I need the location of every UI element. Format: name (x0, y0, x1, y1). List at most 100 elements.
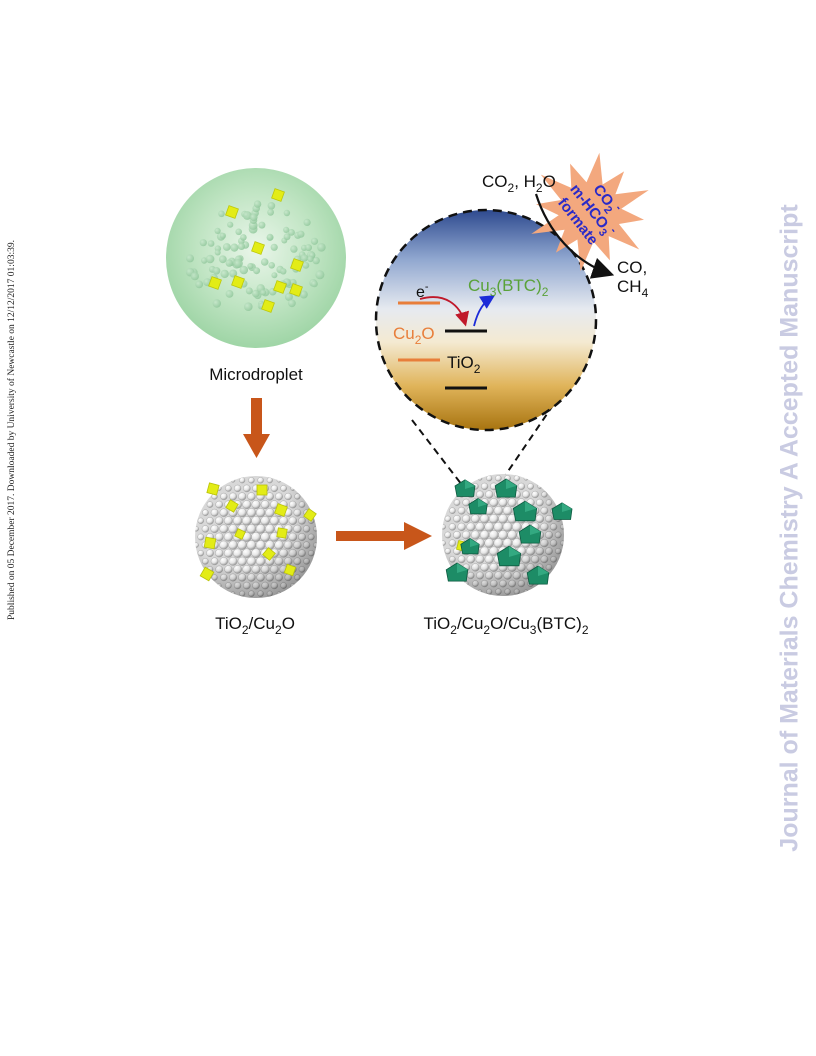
molecule (283, 233, 291, 241)
molecule (253, 200, 262, 208)
tio2-nanoparticle (560, 557, 564, 562)
molecule (288, 229, 295, 236)
tio2-nanoparticle (263, 470, 267, 474)
molecule (220, 269, 229, 279)
molecule (250, 213, 258, 222)
tio2-cu2o-label: TiO2/Cu2O (215, 614, 295, 637)
molecule (225, 259, 233, 267)
microdroplet-label: Microdroplet (209, 365, 303, 384)
cu3btc2-inset-label: Cu3(BTC)2 (468, 276, 549, 299)
molecule (225, 290, 234, 298)
molecule (260, 289, 267, 296)
cu2o-cube (274, 503, 288, 517)
precursor-cube (261, 299, 275, 313)
precursor-cube (273, 280, 287, 294)
molecule (230, 243, 239, 252)
molecule (195, 280, 204, 289)
molecule (260, 258, 269, 266)
tio2-nanoparticle (263, 600, 267, 604)
tio2-nanoparticle (195, 510, 199, 515)
molecule (235, 228, 242, 236)
tio2-nanoparticle (445, 500, 451, 505)
tio2-nanoparticle (450, 492, 455, 497)
tio2-nanoparticle (221, 591, 227, 596)
tio2-nanoparticle (532, 589, 538, 594)
tio2-nanoparticle (304, 494, 309, 499)
molecule (240, 234, 247, 241)
droplet-precursor-cubes (208, 188, 304, 313)
tio2-nanoparticle (510, 598, 514, 602)
tio2-nanoparticle (254, 600, 258, 604)
microdroplet (166, 168, 346, 348)
molecule (267, 208, 274, 216)
molecule (311, 280, 318, 288)
molecule (212, 299, 221, 308)
precursor-cube (208, 276, 222, 290)
tio2-nanoparticle (551, 573, 556, 578)
intermediate-burst: CO2- m-HCO3- formate (531, 152, 649, 272)
cu3btc2-crystal-facet (509, 546, 521, 557)
tio2-nanoparticle (245, 470, 249, 474)
cu3btc2-crystal-facet (538, 566, 549, 576)
molecule (300, 254, 309, 262)
tio2-nanoparticle (492, 468, 496, 472)
precursor-cube (231, 275, 245, 289)
tio2-nanoparticle (221, 478, 227, 483)
cu2o-cube (283, 563, 297, 577)
molecule (312, 256, 320, 265)
tio2-cu2o-sphere (195, 470, 322, 604)
tio2-nanoparticle (308, 567, 314, 572)
reaction-arrow (534, 193, 615, 279)
molecule (307, 255, 314, 263)
molecule (219, 232, 226, 239)
molecule (239, 265, 249, 275)
molecule (280, 268, 287, 275)
tio2-inset-label: TiO2 (447, 353, 481, 376)
electron-transfer-arrow (419, 296, 470, 327)
molecule (252, 289, 260, 298)
molecule (244, 302, 253, 312)
precursor-cube (290, 258, 304, 272)
molecule (207, 240, 215, 247)
precursor-cube (289, 283, 303, 297)
cu2o-cube (303, 508, 317, 522)
molecule (305, 244, 312, 252)
molecule (218, 210, 225, 218)
molecule (284, 292, 293, 301)
molecule (268, 262, 276, 269)
cu2o-cube (276, 527, 288, 539)
cu2o-cube (225, 499, 239, 513)
cu2o-inset-label: Cu2O (393, 324, 435, 347)
tio2-nanoparticle (551, 492, 556, 497)
tio2-nanoparticle (308, 502, 314, 507)
molecule (190, 272, 199, 281)
tio2-nanoparticle (492, 598, 496, 602)
tio2-nanoparticle (285, 478, 291, 483)
cu2o-cube (199, 566, 215, 582)
tio2-cu2o-cu3btc2-sphere (437, 468, 573, 602)
tio2-nanoparticle (468, 476, 474, 481)
down-arrow (243, 398, 270, 458)
cu2o-cube (206, 482, 220, 496)
cu2o-cube (262, 547, 276, 561)
molecule (271, 272, 278, 279)
molecule (317, 243, 326, 252)
tio2-nanoparticle (442, 557, 446, 562)
molecule (299, 290, 308, 299)
cu2o-cubes (199, 482, 317, 582)
tio2-nanoparticle (318, 535, 322, 539)
molecule (267, 202, 276, 210)
precursor-cube (225, 205, 239, 219)
right-arrow (336, 522, 432, 550)
cu3btc2-crystal-facet (525, 501, 537, 512)
tio2-nanoparticle (442, 508, 446, 513)
tio2-nanoparticle (532, 476, 538, 481)
tio2-nanoparticle (203, 494, 208, 499)
cu3btc2-crystal-facet (470, 538, 480, 547)
precursor-cube (251, 241, 265, 255)
product-ch4-label: CH4 (617, 277, 649, 300)
tio2-nanoparticle (437, 533, 441, 537)
cu2o-cube (256, 484, 268, 496)
tio2-nanoparticle (468, 589, 474, 594)
